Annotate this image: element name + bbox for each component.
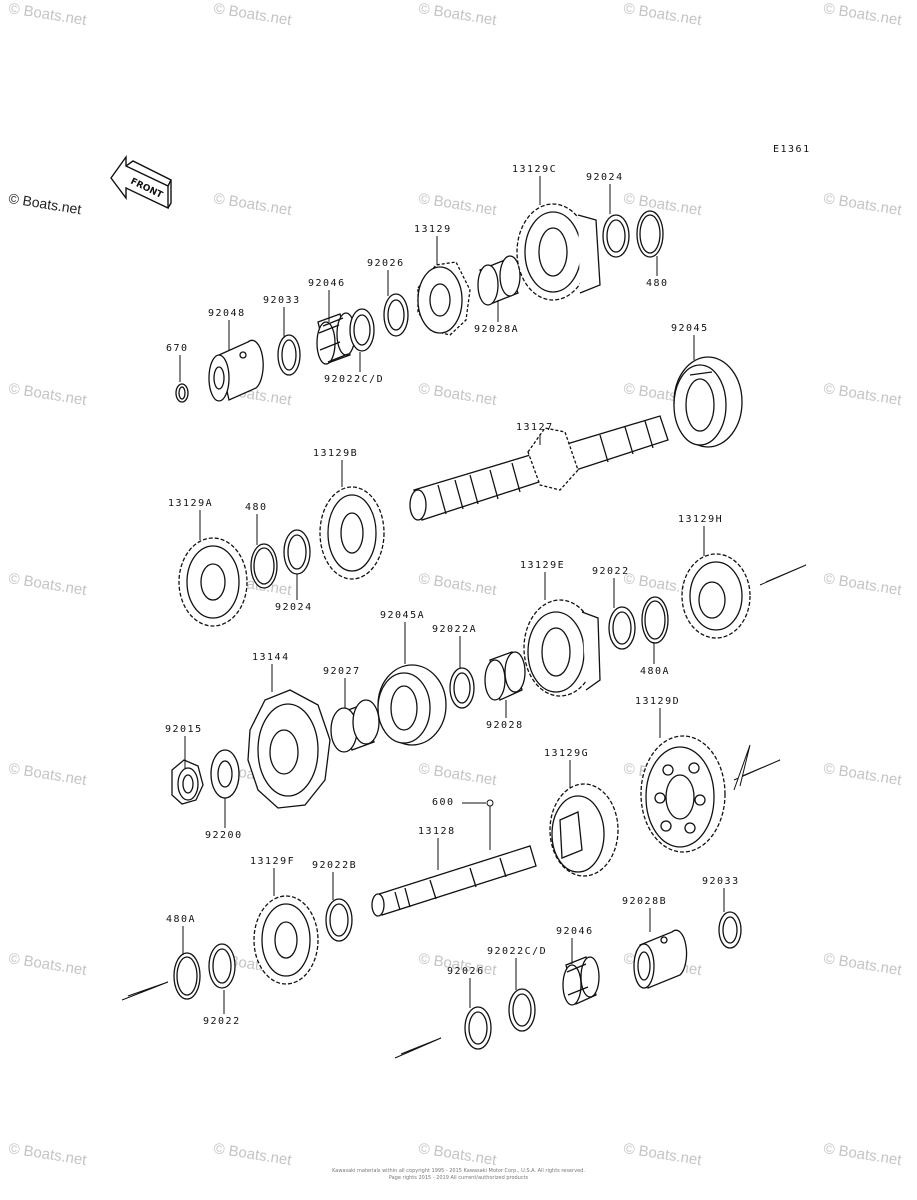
part-92046	[316, 312, 356, 365]
part-13129d	[640, 735, 726, 853]
part-13129	[417, 261, 471, 336]
part-92048	[208, 339, 264, 402]
label-92045a: 92045A	[380, 610, 426, 621]
part-13129c	[516, 203, 601, 301]
label-92028a: 92028A	[474, 324, 520, 335]
label-92022b: 92022B	[312, 860, 358, 871]
label-92028: 92028	[486, 720, 524, 731]
label-13129d: 13129D	[635, 696, 681, 707]
part-92015	[171, 759, 204, 805]
direction-arrow-right-3	[733, 744, 751, 791]
part-13129a	[178, 537, 248, 627]
footer-line-1: Kawasaki materials within all copyright …	[332, 1168, 585, 1174]
label-92026-bottom: 92026	[447, 966, 485, 977]
label-92027: 92027	[323, 666, 361, 677]
label-92022cd-bottom: 92022C/D	[487, 946, 548, 957]
label-92033-bottom: 92033	[702, 876, 740, 887]
part-92028b	[633, 929, 688, 989]
front-label: FRONT	[129, 177, 165, 201]
label-480a-bottom: 480A	[166, 914, 197, 925]
label-13129c: 13129C	[512, 164, 558, 175]
part-13144	[247, 689, 331, 809]
label-13129g: 13129G	[544, 748, 590, 759]
label-13129: 13129	[414, 224, 452, 235]
label-92022-mid: 92022	[592, 566, 630, 577]
direction-arrow-left-2	[394, 1037, 442, 1059]
label-670: 670	[166, 343, 189, 354]
label-13129h: 13129H	[678, 514, 724, 525]
part-13129e	[523, 599, 601, 697]
label-92048: 92048	[208, 308, 246, 319]
label-13128: 13128	[418, 826, 456, 837]
label-92046: 92046	[308, 278, 346, 289]
part-92045a	[377, 664, 447, 746]
direction-arrow-right-2	[733, 759, 781, 781]
part-13129g	[549, 783, 619, 877]
label-92022-bottom: 92022	[203, 1016, 241, 1027]
label-480a-mid: 480A	[640, 666, 671, 677]
leader-lines	[179, 176, 725, 1014]
part-92027	[330, 699, 380, 753]
label-92024-top: 92024	[586, 172, 624, 183]
label-92045: 92045	[671, 323, 709, 334]
part-13129h	[681, 553, 751, 639]
label-92046-bottom: 92046	[556, 926, 594, 937]
label-13129f: 13129F	[250, 856, 296, 867]
part-13129b	[319, 486, 385, 580]
part-92046-bottom	[562, 956, 600, 1006]
diagram-code: E1361	[773, 144, 811, 155]
label-480-mid: 480	[245, 502, 268, 513]
label-92022cd-top: 92022C/D	[324, 374, 385, 385]
label-13129e: 13129E	[520, 560, 566, 571]
direction-arrow-right-1	[759, 564, 807, 586]
label-92200: 92200	[205, 830, 243, 841]
label-13129b: 13129B	[313, 448, 359, 459]
label-92028b: 92028B	[622, 896, 668, 907]
part-13128	[371, 845, 537, 917]
label-92022a: 92022A	[432, 624, 478, 635]
front-arrow-icon	[110, 154, 172, 210]
label-92015: 92015	[165, 724, 203, 735]
label-92024-mid: 92024	[275, 602, 313, 613]
label-92026: 92026	[367, 258, 405, 269]
label-13127: 13127	[516, 422, 554, 433]
label-13129a: 13129A	[168, 498, 214, 509]
part-92028a	[477, 255, 521, 306]
label-13144: 13144	[252, 652, 290, 663]
footer-line-2: Page rights 2015 - 2019 All current/auth…	[388, 1175, 529, 1181]
label-92033: 92033	[263, 295, 301, 306]
label-480-top: 480	[646, 278, 669, 289]
direction-arrow-left-1	[121, 981, 169, 1001]
label-600: 600	[432, 797, 455, 808]
part-92028	[484, 651, 526, 701]
part-13129f	[253, 895, 319, 985]
part-92045	[673, 356, 743, 448]
part-600	[462, 799, 494, 850]
